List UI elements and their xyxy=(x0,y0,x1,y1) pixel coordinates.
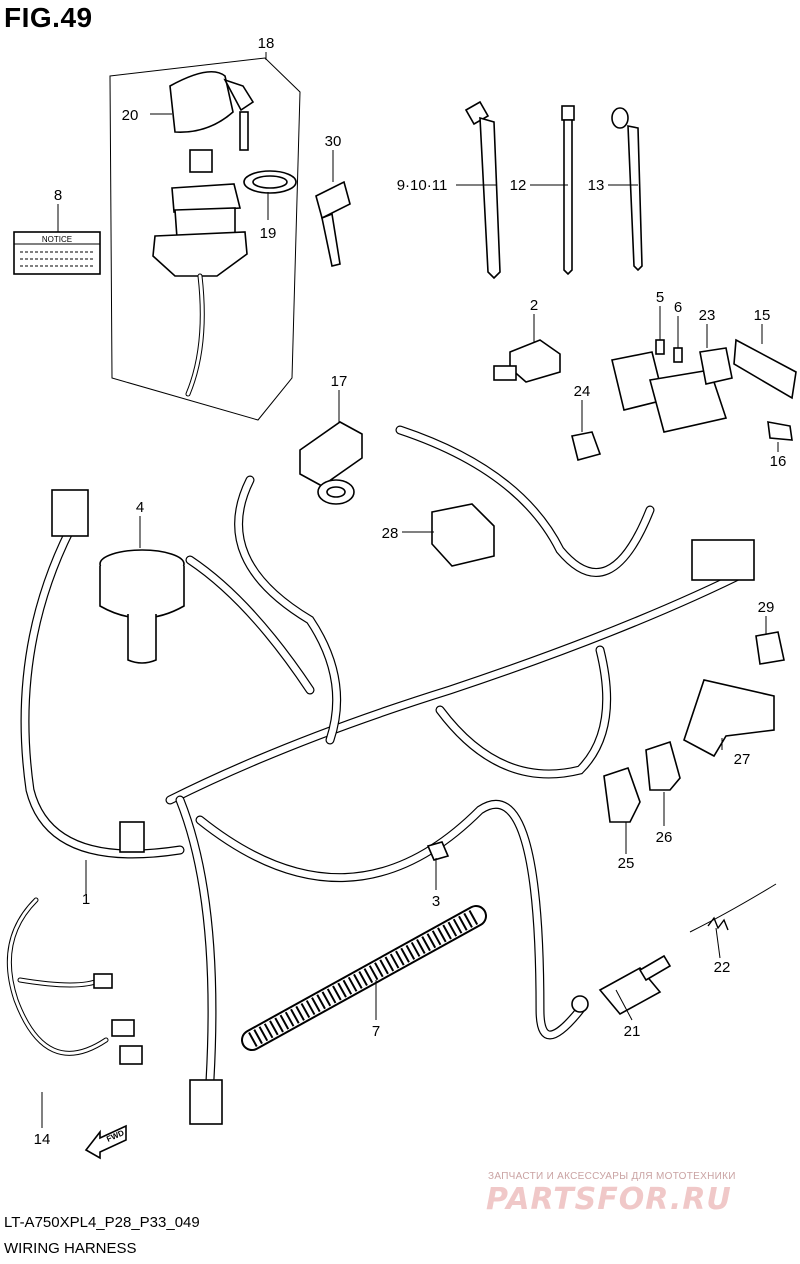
callout-6[interactable]: 6 xyxy=(674,299,682,316)
callout-5[interactable]: 5 xyxy=(656,289,664,306)
callout-28[interactable]: 28 xyxy=(382,525,399,542)
callout-30[interactable]: 30 xyxy=(325,133,342,150)
part-26[interactable] xyxy=(645,740,681,791)
callout-1[interactable]: 1 xyxy=(82,891,90,908)
fuse-box-assembly[interactable] xyxy=(611,338,797,441)
figure-title: FIG.49 xyxy=(4,2,93,33)
callout-15[interactable]: 15 xyxy=(754,307,771,324)
sensor-part-21[interactable] xyxy=(571,954,672,1016)
spring-part-22[interactable] xyxy=(689,883,777,933)
figure-subtitle: WIRING HARNESS xyxy=(4,1240,137,1257)
sensor-part-2[interactable] xyxy=(493,339,561,383)
callout-20[interactable]: 20 xyxy=(122,107,139,124)
callout-23[interactable]: 23 xyxy=(699,307,716,324)
notice-label-text: NOTICE xyxy=(42,235,72,244)
callout-17[interactable]: 17 xyxy=(331,373,348,390)
relay-part-28[interactable] xyxy=(431,503,495,567)
watermark-text: ЗАПЧАСТИ И АКСЕССУАРЫ ДЛЯ МОТОТЕХНИКИ xyxy=(488,1171,736,1182)
callout-18[interactable]: 18 xyxy=(258,35,275,52)
sub-harness-part-14[interactable] xyxy=(6,897,143,1065)
callout-9-10-11[interactable]: 9·10·11 xyxy=(397,177,448,194)
callout-labels: 18 20 19 8 30 9·10·11 12 13 2 5 6 23 15 … xyxy=(34,35,787,1148)
callout-27[interactable]: 27 xyxy=(734,751,751,768)
grommet-part-4[interactable] xyxy=(99,549,185,664)
main-wiring-harness[interactable] xyxy=(20,425,755,1125)
bracket-part-27[interactable] xyxy=(683,679,775,758)
callout-16[interactable]: 16 xyxy=(770,453,787,470)
callout-2[interactable]: 2 xyxy=(530,297,538,314)
connector-part-29[interactable] xyxy=(755,631,785,665)
callout-24[interactable]: 24 xyxy=(574,383,591,400)
watermark-logo: PARTSFOR.RU xyxy=(486,1182,732,1217)
callout-8[interactable]: 8 xyxy=(54,187,62,204)
part-3[interactable] xyxy=(426,841,450,861)
figure-code: LT-A750XPL4_P28_P33_049 xyxy=(4,1214,200,1231)
callout-26[interactable]: 26 xyxy=(656,829,673,846)
key-part[interactable] xyxy=(315,180,351,267)
callout-12[interactable]: 12 xyxy=(510,177,527,194)
switch-part-17[interactable] xyxy=(299,421,363,505)
leader-lines xyxy=(41,52,779,1128)
callout-21[interactable]: 21 xyxy=(624,1023,641,1040)
callout-29[interactable]: 29 xyxy=(758,599,775,616)
callout-4[interactable]: 4 xyxy=(136,499,144,516)
corrugated-tube-part-7[interactable] xyxy=(241,905,487,1051)
callout-13[interactable]: 13 xyxy=(588,177,605,194)
notice-label-part[interactable]: NOTICE xyxy=(13,231,101,275)
part-25[interactable] xyxy=(603,766,641,823)
callout-22[interactable]: 22 xyxy=(714,959,731,976)
callout-3[interactable]: 3 xyxy=(432,893,440,910)
callout-19[interactable]: 19 xyxy=(260,225,277,242)
fwd-direction-arrow: FWD xyxy=(84,1124,127,1160)
cable-ties[interactable] xyxy=(464,100,643,280)
callout-14[interactable]: 14 xyxy=(34,1131,51,1148)
callout-7[interactable]: 7 xyxy=(372,1023,380,1040)
ignition-switch-assembly[interactable] xyxy=(109,57,301,421)
callout-25[interactable]: 25 xyxy=(618,855,635,872)
connector-part-24[interactable] xyxy=(571,431,602,461)
